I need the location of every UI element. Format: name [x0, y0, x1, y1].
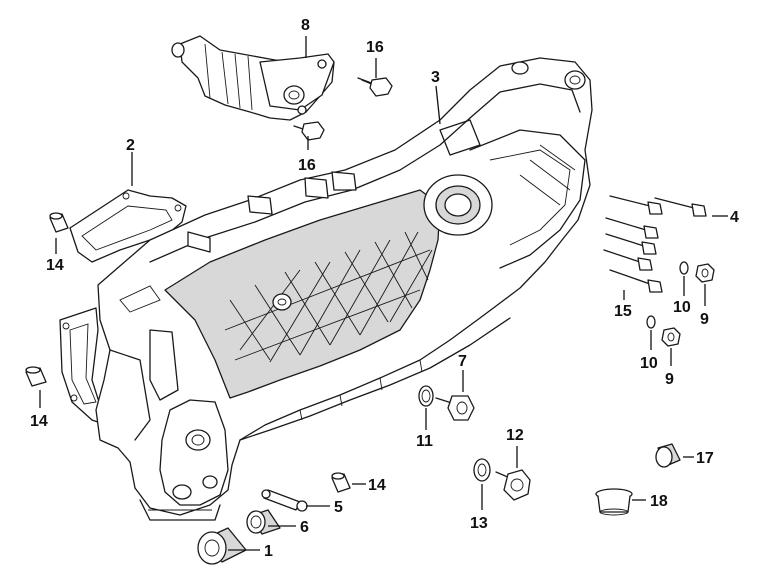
part-14-dowel-top-left	[49, 212, 69, 233]
callout-15: 15	[614, 303, 632, 320]
part-14-dowel-bottom	[331, 472, 351, 493]
callout-12: 12	[506, 427, 524, 444]
callout-3: 3	[431, 69, 440, 86]
callout-16-upper: 16	[366, 39, 384, 56]
part-4-15-case-bolts	[603, 195, 707, 293]
callout-10-lower: 10	[640, 355, 658, 372]
part-3-left-crankcase	[95, 57, 593, 521]
callout-18: 18	[650, 493, 668, 510]
part-12-drain-bolt	[495, 469, 531, 501]
part-7-plug-bolt	[435, 395, 475, 421]
part-5-pin	[261, 489, 308, 512]
callout-14-top: 14	[46, 257, 64, 274]
part-9-nut-upper	[695, 263, 715, 283]
callout-7: 7	[458, 353, 467, 370]
callout-8: 8	[301, 17, 310, 34]
part-6-spacer	[246, 509, 281, 535]
part-13-washer	[473, 458, 491, 482]
callout-5: 5	[334, 499, 343, 516]
callout-14-bottom: 14	[368, 477, 386, 494]
part-17-bushing	[655, 443, 681, 468]
part-8-starter-motor	[171, 35, 335, 121]
part-11-o-ring	[418, 385, 434, 407]
callout-10-upper: 10	[673, 299, 691, 316]
callout-9-upper: 9	[700, 311, 709, 328]
callout-13: 13	[470, 515, 488, 532]
part-14-dowel-left	[25, 366, 47, 387]
part-16-bolt-upper	[357, 77, 393, 97]
callout-1: 1	[264, 543, 273, 560]
callout-6: 6	[300, 519, 309, 536]
callout-17: 17	[696, 450, 714, 467]
part-1-bushing	[197, 527, 247, 565]
callout-16-lower: 16	[298, 157, 316, 174]
part-10-washer-upper	[679, 261, 689, 275]
leader-lines	[39, 36, 728, 551]
callout-9-lower: 9	[665, 371, 674, 388]
part-16-bolt-lower	[293, 121, 325, 141]
callout-2: 2	[126, 137, 135, 154]
part-18-cap	[595, 488, 633, 516]
callout-4: 4	[730, 209, 739, 226]
part-2-gasket	[59, 189, 187, 431]
callout-14-left: 14	[30, 413, 48, 430]
part-9-nut-lower	[661, 327, 681, 347]
callout-11: 11	[416, 433, 433, 450]
callout-labels: 8 16 3 2 16 4 14 10 9 15 10 9 7 14 11 12…	[30, 17, 739, 560]
part-10-washer-lower	[646, 315, 656, 329]
